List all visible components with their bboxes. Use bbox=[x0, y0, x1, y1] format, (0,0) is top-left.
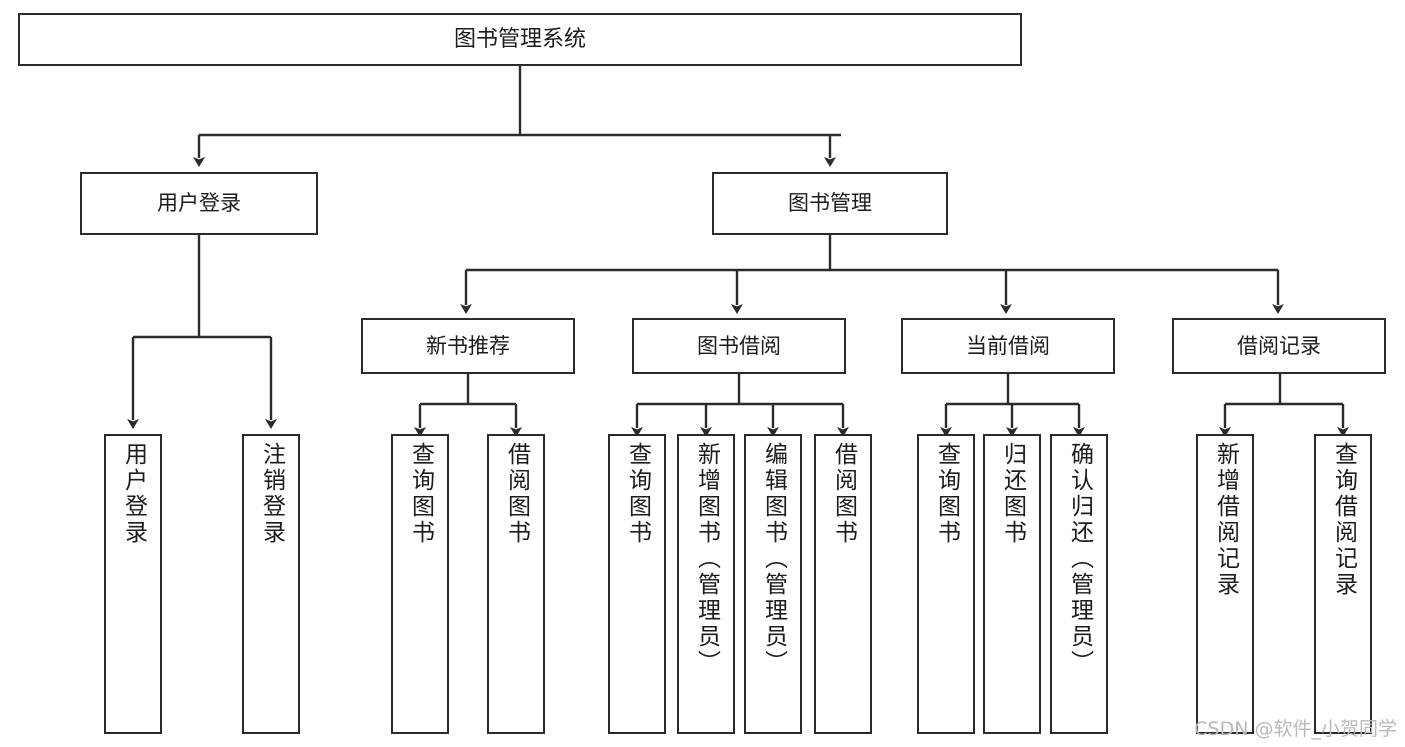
node-root-label: 图书管理系统 bbox=[453, 26, 586, 52]
node-leaf-query-book-1[interactable]: 查询图书 bbox=[391, 434, 449, 734]
node-leaf-borrow-book-2-label: 借阅图书 bbox=[830, 442, 857, 546]
node-leaf-add-book[interactable]: 新增图书（管理员） bbox=[677, 434, 735, 734]
node-new-book-recommend[interactable]: 新书推荐 bbox=[361, 318, 575, 374]
node-new-book-recommend-label: 新书推荐 bbox=[426, 333, 510, 358]
node-leaf-user-login-label: 用户登录 bbox=[120, 442, 147, 546]
node-leaf-borrow-book-1-label: 借阅图书 bbox=[503, 442, 530, 546]
node-book-borrow[interactable]: 图书借阅 bbox=[632, 318, 846, 374]
node-borrow-record[interactable]: 借阅记录 bbox=[1172, 318, 1386, 374]
node-leaf-user-login[interactable]: 用户登录 bbox=[104, 434, 162, 734]
node-root[interactable]: 图书管理系统 bbox=[18, 13, 1022, 66]
node-current-borrow[interactable]: 当前借阅 bbox=[901, 318, 1115, 374]
csdn-watermark: CSDN @软件_小贺同学 bbox=[1194, 718, 1397, 740]
node-leaf-query-book-3[interactable]: 查询图书 bbox=[917, 434, 975, 734]
node-leaf-logout-login[interactable]: 注销登录 bbox=[242, 434, 300, 734]
node-leaf-confirm-return[interactable]: 确认归还（管理员） bbox=[1050, 434, 1108, 734]
node-leaf-query-record[interactable]: 查询借阅记录 bbox=[1314, 434, 1372, 734]
node-leaf-query-book-3-label: 查询图书 bbox=[933, 442, 960, 546]
node-leaf-confirm-return-label: 确认归还（管理员） bbox=[1066, 442, 1093, 676]
node-leaf-edit-book[interactable]: 编辑图书（管理员） bbox=[744, 434, 802, 734]
node-borrow-record-label: 借阅记录 bbox=[1237, 333, 1321, 358]
node-leaf-return-book-label: 归还图书 bbox=[999, 442, 1026, 546]
node-leaf-query-book-2-label: 查询图书 bbox=[624, 442, 651, 546]
node-current-borrow-label: 当前借阅 bbox=[966, 333, 1050, 358]
node-leaf-borrow-book-1[interactable]: 借阅图书 bbox=[487, 434, 545, 734]
node-leaf-logout-login-label: 注销登录 bbox=[258, 442, 285, 546]
node-leaf-add-record-label: 新增借阅记录 bbox=[1212, 442, 1239, 598]
node-book-manage-label: 图书管理 bbox=[788, 191, 872, 216]
node-user-login[interactable]: 用户登录 bbox=[80, 172, 318, 235]
node-leaf-query-record-label: 查询借阅记录 bbox=[1330, 442, 1357, 598]
node-user-login-label: 用户登录 bbox=[157, 191, 241, 216]
node-leaf-add-book-label: 新增图书（管理员） bbox=[693, 442, 720, 676]
node-leaf-query-book-2[interactable]: 查询图书 bbox=[608, 434, 666, 734]
node-leaf-query-book-1-label: 查询图书 bbox=[407, 442, 434, 546]
node-book-manage[interactable]: 图书管理 bbox=[712, 172, 948, 235]
node-leaf-edit-book-label: 编辑图书（管理员） bbox=[760, 442, 787, 676]
node-leaf-borrow-book-2[interactable]: 借阅图书 bbox=[814, 434, 872, 734]
node-leaf-return-book[interactable]: 归还图书 bbox=[983, 434, 1041, 734]
node-leaf-add-record[interactable]: 新增借阅记录 bbox=[1196, 434, 1254, 734]
node-book-borrow-label: 图书借阅 bbox=[697, 333, 781, 358]
